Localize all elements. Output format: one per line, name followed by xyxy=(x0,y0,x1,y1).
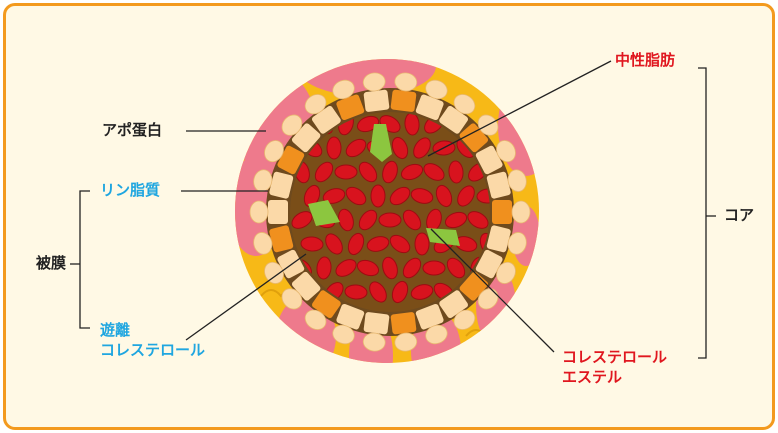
apo-protein-label: アポ蛋白 xyxy=(102,121,162,140)
free-cholesterol-label-line2: コレステロール xyxy=(100,341,205,360)
triglyceride-label: 中性脂肪 xyxy=(615,51,675,70)
diagram-frame: アポ蛋白 リン脂質 被膜 遊離 コレステロール 中性脂肪 コア コレステロール … xyxy=(3,3,775,430)
phospholipid-head xyxy=(250,201,268,223)
phospholipid-head xyxy=(512,201,530,223)
membrane-segment xyxy=(363,312,389,335)
membrane-segment xyxy=(390,312,416,335)
cholesteryl-ester-label-line1: コレステロール xyxy=(562,348,667,367)
membrane-segment xyxy=(492,200,512,224)
core-label: コア xyxy=(724,206,754,225)
envelope-label: 被膜 xyxy=(36,254,66,273)
triglyceride-blob xyxy=(379,213,401,227)
cholesteryl-ester-label-line2: エステル xyxy=(562,368,622,387)
free-cholesterol-label-line1: 遊離 xyxy=(100,321,130,340)
phospholipid-label: リン脂質 xyxy=(100,181,160,200)
core-bracket xyxy=(698,68,706,358)
membrane-segment xyxy=(363,89,389,112)
membrane-segment xyxy=(390,89,416,112)
triglyceride-blob xyxy=(371,185,385,207)
triglyceride-blob xyxy=(327,137,341,159)
triglyceride-blob xyxy=(423,261,445,275)
membrane-segment xyxy=(268,200,288,224)
envelope-bracket xyxy=(80,191,90,328)
triglyceride-blob xyxy=(335,165,357,179)
triglyceride-blob xyxy=(415,233,429,255)
